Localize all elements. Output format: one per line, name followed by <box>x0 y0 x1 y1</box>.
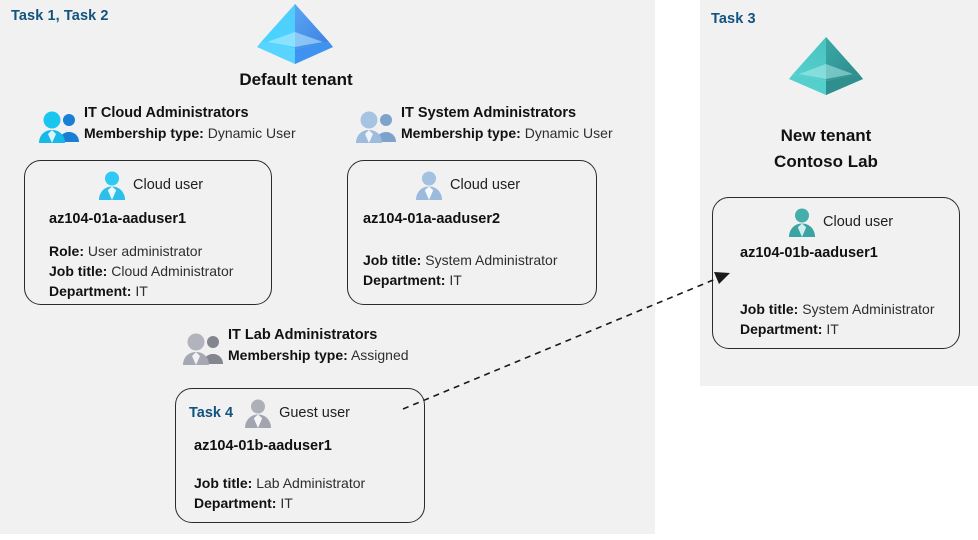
task-label-3: Task 3 <box>711 11 756 27</box>
user-attributes: Job title: System Administrator Departme… <box>363 250 558 290</box>
membership-type-label: Membership type: <box>228 347 348 363</box>
user-type-label: Cloud user <box>450 177 521 193</box>
card-header: Task 4 Guest user <box>176 398 424 432</box>
azure-tenant-icon <box>789 35 863 97</box>
card-header: Cloud user <box>348 170 596 204</box>
user-card-az104-01b-aaduser1: Cloud user az104-01b-aaduser1 Job title:… <box>712 197 960 349</box>
default-tenant-title: Default tenant <box>239 70 353 89</box>
cloud-user-icon <box>789 208 815 237</box>
attr-job-title: Job title: Lab Administrator <box>194 473 365 493</box>
user-attributes: Role: User administrator Job title: Clou… <box>49 241 233 301</box>
user-card-guest-az104-01b-aaduser1: Task 4 Guest user az104-01b-aaduser1 Job… <box>175 388 425 523</box>
user-type-label: Cloud user <box>133 177 204 193</box>
attr-value: IT <box>280 495 293 511</box>
user-name: az104-01a-aaduser1 <box>49 211 187 227</box>
attr-label: Role: <box>49 243 84 259</box>
membership-type-label: Membership type: <box>401 125 521 141</box>
attr-value: System Administrator <box>802 301 935 317</box>
group-name: IT System Administrators <box>401 105 577 121</box>
task-label-4: Task 4 <box>189 405 234 421</box>
user-card-az104-01a-aaduser2: Cloud user az104-01a-aaduser2 Job title:… <box>347 160 597 305</box>
group-name: IT Lab Administrators <box>228 327 378 343</box>
attr-label: Job title: <box>49 263 108 279</box>
attr-department: Department: IT <box>363 270 558 290</box>
group-membership-type: Membership type: Assigned <box>228 345 409 366</box>
attr-value: User administrator <box>87 243 203 259</box>
cloud-user-icon <box>416 171 442 200</box>
attr-label: Department: <box>49 283 132 299</box>
attr-department: Department: IT <box>49 281 233 301</box>
user-attributes: Job title: Lab Administrator Department:… <box>194 473 365 513</box>
attr-label: Job title: <box>363 252 422 268</box>
group-membership-type: Membership type: Dynamic User <box>401 123 613 144</box>
membership-type-label: Membership type: <box>84 125 204 141</box>
group-users-icon <box>182 332 224 366</box>
attr-role: Role: User administrator <box>49 241 233 261</box>
group-membership-type: Membership type: Dynamic User <box>84 123 296 144</box>
group-name: IT Cloud Administrators <box>84 105 249 121</box>
attr-value: Lab Administrator <box>256 475 366 491</box>
attr-label: Department: <box>740 321 823 337</box>
attr-job-title: Job title: System Administrator <box>363 250 558 270</box>
user-card-az104-01a-aaduser1: Cloud user az104-01a-aaduser1 Role: User… <box>24 160 272 305</box>
azure-tenant-icon <box>257 2 333 66</box>
card-header: Cloud user <box>25 170 271 204</box>
attr-value: Cloud Administrator <box>111 263 234 279</box>
guest-user-icon <box>245 399 272 428</box>
attr-value: IT <box>449 272 462 288</box>
attr-label: Department: <box>194 495 277 511</box>
membership-type-value: Dynamic User <box>207 125 296 141</box>
group-users-icon <box>38 110 80 144</box>
card-header: Cloud user <box>713 207 959 241</box>
attr-job-title: Job title: System Administrator <box>740 299 935 319</box>
group-users-icon <box>355 110 397 144</box>
membership-type-value: Dynamic User <box>524 125 613 141</box>
attr-job-title: Job title: Cloud Administrator <box>49 261 233 281</box>
user-type-label: Guest user <box>279 405 350 421</box>
new-tenant-title-line2: Contoso Lab <box>774 152 878 171</box>
attr-label: Department: <box>363 272 446 288</box>
membership-type-value: Assigned <box>350 347 409 363</box>
attr-value: IT <box>826 321 839 337</box>
attr-department: Department: IT <box>194 493 365 513</box>
attr-department: Department: IT <box>740 319 935 339</box>
cloud-user-icon <box>99 171 125 200</box>
user-name: az104-01a-aaduser2 <box>363 211 501 227</box>
attr-label: Job title: <box>194 475 253 491</box>
user-name: az104-01b-aaduser1 <box>194 438 332 454</box>
user-attributes: Job title: System Administrator Departme… <box>740 299 935 339</box>
new-tenant-title-line1: New tenant <box>780 126 872 145</box>
user-type-label: Cloud user <box>823 214 894 230</box>
attr-value: System Administrator <box>425 252 558 268</box>
task-label-1-2: Task 1, Task 2 <box>11 8 109 24</box>
attr-label: Job title: <box>740 301 799 317</box>
user-name: az104-01b-aaduser1 <box>740 245 878 261</box>
attr-value: IT <box>135 283 148 299</box>
